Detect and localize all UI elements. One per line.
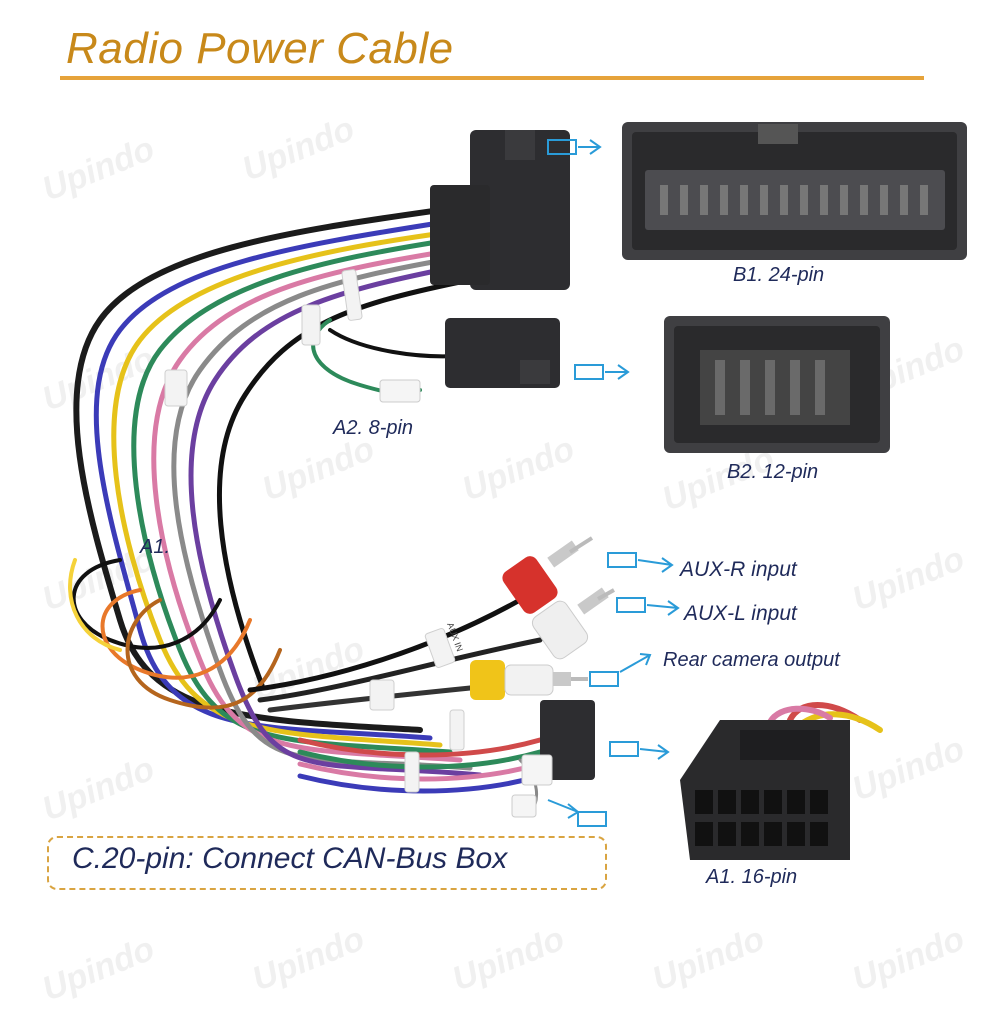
rca-white-plug	[531, 587, 615, 660]
radio-connector-top	[430, 130, 570, 290]
aux-r-label: AUX-R input	[680, 558, 797, 581]
a1-label: A1. 16-pin	[706, 866, 798, 888]
title-underline	[60, 76, 924, 80]
b2-12pin-connector	[664, 316, 890, 453]
b2-label: B2. 12-pin	[727, 461, 819, 483]
rca-yellow-plug	[470, 660, 588, 700]
canbus-callout-box	[47, 836, 607, 890]
c-20pin-connector	[511, 700, 595, 818]
a2-connector-block	[379, 318, 560, 403]
b1-label: B1. 24-pin	[733, 264, 825, 286]
rear-camera-label: Rear camera output	[663, 649, 840, 671]
a2-label: A2. 8-pin	[333, 417, 414, 439]
a1-wire-label: A1.	[140, 536, 171, 558]
b1-24pin-connector	[622, 122, 967, 260]
rca-red-plug	[502, 536, 594, 614]
aux-l-label: AUX-L input	[684, 602, 797, 625]
page-title: Radio Power Cable	[66, 24, 454, 73]
a1-16pin-connector	[680, 720, 850, 860]
canbus-callout-text: C.20-pin: Connect CAN-Bus Box	[72, 842, 508, 875]
